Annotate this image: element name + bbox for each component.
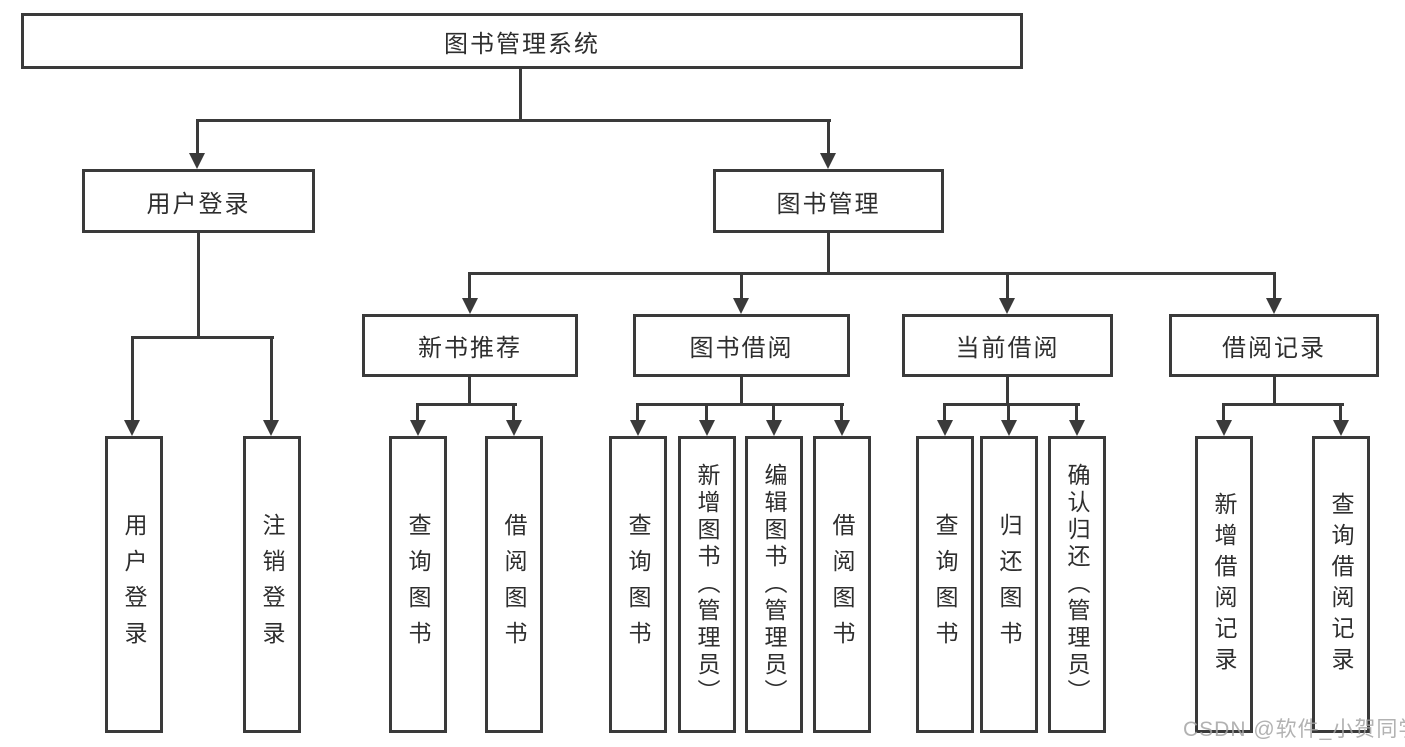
connector-to-br-add <box>1222 403 1225 423</box>
leaf-bb-borrow-books: 借阅图书 <box>813 436 871 733</box>
connector-to-current-borrow <box>1006 272 1009 302</box>
connector-book-mgmt-rail <box>468 272 1276 275</box>
connector-to-bb-edit <box>772 403 775 423</box>
connector-current-borrow-stem <box>1006 376 1009 406</box>
leaf-bb-edit-books-admin: 编辑图书（管理员） <box>745 436 803 733</box>
arrowhead-bb-edit <box>766 420 782 436</box>
connector-to-logout-leaf <box>270 336 273 422</box>
arrowhead-bb-borrow <box>834 420 850 436</box>
arrowhead-cb-return <box>1001 420 1017 436</box>
connector-book-borrow-rail <box>636 403 844 406</box>
node-new-book-recommend: 新书推荐 <box>362 314 578 377</box>
connector-to-nb-borrow <box>512 403 515 423</box>
leaf-cb-query-books: 查询图书 <box>916 436 974 733</box>
connector-borrow-records-stem <box>1273 376 1276 406</box>
arrowhead-borrow-records <box>1266 298 1282 314</box>
arrowhead-logout-leaf <box>263 420 279 436</box>
leaf-br-query-record: 查询借阅记录 <box>1312 436 1370 733</box>
arrowhead-bb-add <box>699 420 715 436</box>
node-label: 新书推荐 <box>418 335 522 362</box>
connector-to-borrow-records <box>1273 272 1276 302</box>
arrowhead-current-borrow <box>999 298 1015 314</box>
node-book-borrow: 图书借阅 <box>633 314 850 377</box>
leaf-nb-query-books: 查询图书 <box>389 436 447 733</box>
node-label: 新增借阅记录 <box>1211 491 1237 678</box>
connector-borrow-records-rail <box>1222 403 1344 406</box>
node-label: 图书管理系统 <box>444 30 600 58</box>
connector-user-login-stem <box>197 233 200 338</box>
connector-to-bb-borrow <box>840 403 843 423</box>
node-label: 图书管理 <box>776 190 881 218</box>
arrowhead-book-mgmt <box>820 153 836 169</box>
connector-new-books-rail <box>416 403 517 406</box>
leaf-user-login: 用户登录 <box>105 436 163 733</box>
arrowhead-bb-query <box>630 420 646 436</box>
node-label: 查询借阅记录 <box>1328 491 1354 678</box>
connector-to-bb-query <box>636 403 639 423</box>
leaf-br-add-record: 新增借阅记录 <box>1195 436 1253 733</box>
leaf-logout: 注销登录 <box>243 436 301 733</box>
leaf-cb-return-books: 归还图书 <box>980 436 1038 733</box>
connector-to-bb-add <box>705 403 708 423</box>
csdn-watermark: CSDN @软件_小贺同学 <box>1183 718 1405 741</box>
leaf-cb-confirm-return-admin: 确认归还（管理员） <box>1048 436 1106 733</box>
node-label: 图书借阅 <box>689 335 794 362</box>
node-label: 归还图书 <box>996 512 1022 657</box>
node-label: 确认归还（管理员） <box>1064 463 1090 706</box>
node-label: 用户登录 <box>146 190 251 218</box>
node-label: 借阅图书 <box>829 512 855 657</box>
arrowhead-cb-query <box>937 420 953 436</box>
connector-to-cb-return <box>1007 403 1010 423</box>
node-label: 注销登录 <box>259 512 285 657</box>
node-label: 新增图书（管理员） <box>694 463 720 706</box>
node-label: 查询图书 <box>625 512 651 657</box>
arrowhead-login-leaf <box>124 420 140 436</box>
node-book-management: 图书管理 <box>713 169 944 233</box>
connector-root-to-user-login <box>196 119 199 155</box>
leaf-bb-query-books: 查询图书 <box>609 436 667 733</box>
arrowhead-cb-confirm <box>1069 420 1085 436</box>
arrowhead-user-login <box>189 153 205 169</box>
node-borrow-records: 借阅记录 <box>1169 314 1379 377</box>
connector-root-rail <box>196 119 831 122</box>
node-label: 查询图书 <box>932 512 958 657</box>
node-label: 用户登录 <box>121 512 147 657</box>
node-user-login: 用户登录 <box>82 169 315 233</box>
leaf-nb-borrow-books: 借阅图书 <box>485 436 543 733</box>
connector-to-login-leaf <box>131 336 134 422</box>
node-label: 查询图书 <box>405 512 431 657</box>
connector-to-cb-confirm <box>1075 403 1078 423</box>
arrowhead-new-books <box>462 298 478 314</box>
arrowhead-book-borrow <box>733 298 749 314</box>
leaf-bb-add-books-admin: 新增图书（管理员） <box>678 436 736 733</box>
node-root: 图书管理系统 <box>21 13 1023 69</box>
arrowhead-nb-query <box>410 420 426 436</box>
node-label: 编辑图书（管理员） <box>761 463 787 706</box>
connector-root-stem <box>519 69 522 121</box>
connector-current-borrow-rail <box>943 403 1080 406</box>
connector-new-books-stem <box>468 376 471 406</box>
connector-root-to-book-mgmt <box>827 119 830 155</box>
connector-user-login-rail <box>131 336 274 339</box>
connector-to-book-borrow <box>740 272 743 302</box>
node-current-borrow: 当前借阅 <box>902 314 1113 377</box>
connector-book-mgmt-stem <box>827 232 830 275</box>
connector-book-borrow-stem <box>740 376 743 406</box>
node-label: 借阅图书 <box>501 512 527 657</box>
arrowhead-br-query <box>1333 420 1349 436</box>
node-label: 借阅记录 <box>1222 335 1326 362</box>
node-label: 当前借阅 <box>955 335 1060 362</box>
arrowhead-nb-borrow <box>506 420 522 436</box>
connector-to-br-query <box>1339 403 1342 423</box>
connector-to-nb-query <box>416 403 419 423</box>
connector-to-cb-query <box>943 403 946 423</box>
arrowhead-br-add <box>1216 420 1232 436</box>
connector-to-new-books <box>468 272 471 302</box>
